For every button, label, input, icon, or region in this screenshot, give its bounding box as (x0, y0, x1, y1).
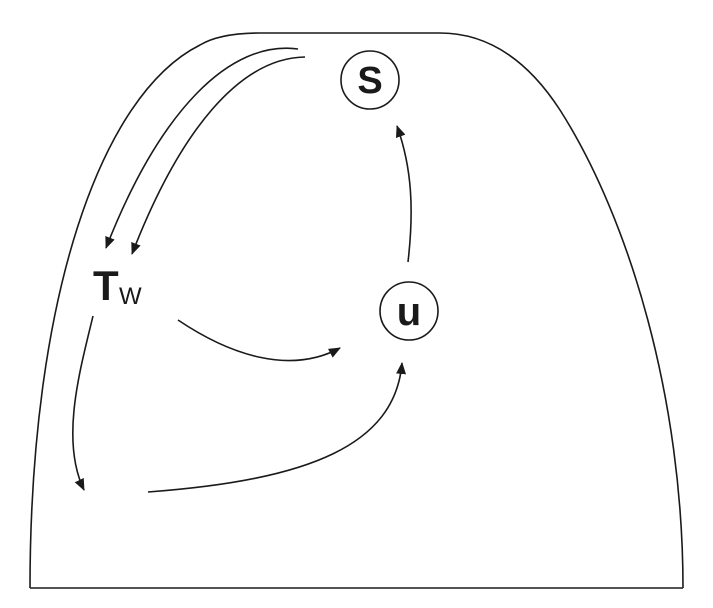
node-tw: T W (93, 262, 142, 310)
dome-outline (29, 32, 684, 589)
arrow-tw-to-bottom-left (71, 315, 94, 491)
arrow-tw-to-u (177, 319, 341, 362)
node-s-label: S (357, 60, 382, 102)
node-s: S (340, 50, 400, 110)
node-tw-subscript: W (119, 283, 142, 310)
arrow-u-to-s (395, 125, 412, 263)
arrow-top-to-tw-outer (105, 47, 299, 249)
arrow-top-to-tw-inner (131, 56, 306, 255)
node-u-label: u (397, 290, 421, 334)
node-tw-label: T (93, 262, 119, 309)
node-u-circle (379, 281, 439, 341)
arrow-bottom-to-u (147, 362, 407, 493)
node-u: u (379, 281, 439, 341)
node-s-circle (340, 50, 400, 110)
